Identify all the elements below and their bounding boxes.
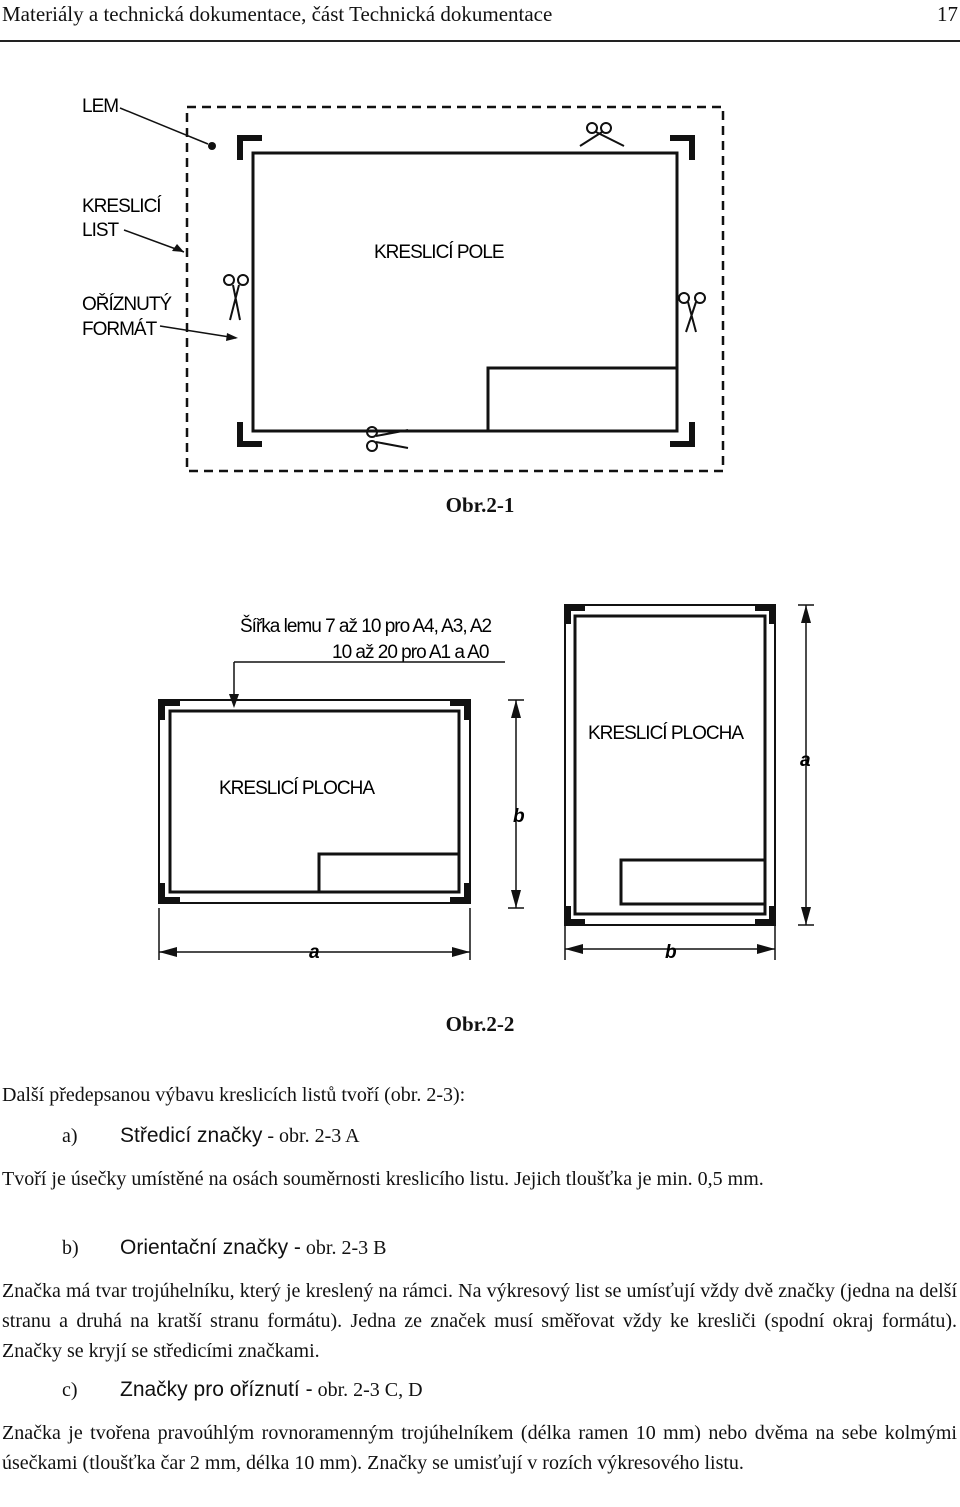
landscape-sheet: KRESLICÍ PLOCHA [158,699,471,904]
item-a: a) Středicí značky - obr. 2-3 A [62,1124,360,1148]
item-b-term: Orientační značky - [120,1236,301,1259]
item-b: b) Orientační značky - obr. 2-3 B [62,1236,386,1260]
label-oriznuty-2: FORMÁT [82,319,158,340]
page-header: Materiály a technická dokumentace, část … [0,0,960,44]
scissors-icon [678,292,706,333]
label-kreslici-pole: KRESLICÍ POLE [374,242,504,263]
figure-2-1: LEM KRESLICÍ LIST OŘÍZNUTÝ FORMÁT KRESLI… [0,80,960,520]
item-c: c) Značky pro oříznutí - obr. 2-3 C, D [62,1378,423,1402]
scissors-icon [579,122,625,147]
header-title: Materiály a technická dokumentace, část … [2,2,553,26]
caption-2-2: Obr.2-2 [445,1012,515,1036]
caption-2-1: Obr.2-1 [445,493,515,517]
item-a-ref: - obr. 2-3 A [262,1125,360,1147]
figure-2-2-drawing: Šířka lemu 7 až 10 pro A4, A3, A2 10 až … [158,604,814,963]
label-kreslici-list-1: KRESLICÍ [82,196,162,217]
item-b-label: b) [62,1237,79,1259]
intro-paragraph: Další předepsanou výbavu kreslicích list… [2,1084,466,1106]
item-a-term: Středicí značky [120,1124,263,1147]
dim-a-left: a [309,942,320,963]
item-c-ref: obr. 2-3 C, D [312,1379,423,1401]
drawing-frame [251,151,679,433]
item-c-term: Značky pro oříznutí - [120,1378,313,1401]
figure-2-1-drawing: LEM KRESLICÍ LIST OŘÍZNUTÝ FORMÁT KRESLI… [82,96,725,473]
paragraph-b: Značka má tvar trojúhelníku, který je kr… [2,1280,957,1362]
arrow-head [226,333,238,341]
dim-b-left: b [513,806,525,827]
figure-2-2: Šířka lemu 7 až 10 pro A4, A3, A2 10 až … [0,590,960,1050]
paragraph-a: Tvoří je úsečky umístěné na osách souměr… [2,1168,764,1190]
edge-width-label-2: 10 až 20 pro A1 a A0 [332,642,489,663]
scissors-icon [366,426,409,452]
portrait-sheet: KRESLICÍ PLOCHA [564,604,776,926]
dim-a-right: a [800,750,811,771]
leader-line [159,325,237,339]
item-a-label: a) [62,1125,78,1147]
leader-line [119,107,209,145]
header-rule [0,40,960,42]
portrait-area-label: KRESLICÍ PLOCHA [588,723,744,744]
scissors-icon [223,274,249,321]
arrow-head [172,244,184,252]
title-block [486,366,679,433]
leader-dot [208,142,216,150]
paragraph-c: Značka je tvořena pravoúhlým rovnoramenn… [2,1422,957,1474]
label-oriznuty-1: OŘÍZNUTÝ [82,293,172,315]
edge-width-label-1: Šířka lemu 7 až 10 pro A4, A3, A2 [240,615,492,637]
item-b-ref: obr. 2-3 B [300,1237,387,1259]
label-lem: LEM [82,96,118,117]
label-kreslici-list-2: LIST [82,220,120,241]
sheet-outline [185,105,725,473]
landscape-area-label: KRESLICÍ PLOCHA [219,778,375,799]
dim-b-right: b [665,942,677,963]
trim-corners [237,135,695,447]
dimension-lines [564,604,814,960]
item-c-label: c) [62,1379,78,1401]
page-number: 17 [937,2,958,26]
